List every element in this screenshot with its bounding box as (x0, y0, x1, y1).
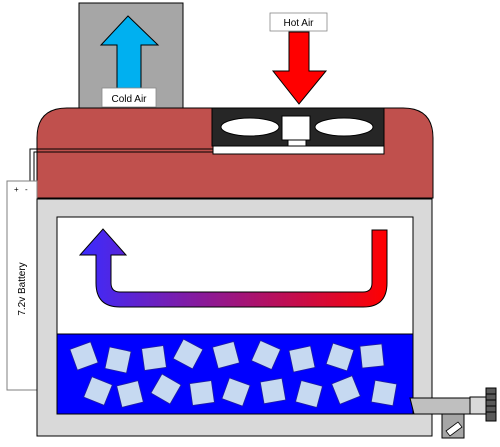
ice-cube (69, 341, 99, 371)
ice-cube (288, 345, 316, 373)
ice-cube (116, 380, 144, 408)
hot-air-label-box: Hot Air (269, 12, 328, 32)
ice-cube (325, 342, 355, 372)
battery-wires (29, 148, 213, 186)
ice-cube (150, 373, 182, 405)
u-turn-arrow-icon (78, 228, 388, 308)
ice-cube (83, 376, 113, 406)
hot-air-label: Hot Air (283, 18, 314, 29)
battery-minus-terminal: - (25, 185, 28, 194)
ice-cube (295, 380, 323, 408)
ice-water (56, 333, 414, 415)
drain-valve-icon[interactable] (409, 387, 497, 439)
ice-cube (259, 377, 287, 405)
down-arrow-icon (271, 31, 328, 105)
ice-cube (250, 339, 282, 371)
ice-cube (221, 377, 251, 407)
battery-label: 7.2v Battery (17, 262, 28, 315)
ice-cube (104, 346, 132, 374)
cold-air-label: Cold Air (111, 94, 147, 105)
ice-cube (331, 375, 361, 405)
ice-cube (212, 341, 240, 369)
ice-cube (370, 379, 398, 407)
ice-cube (189, 380, 215, 406)
ice-cube (359, 343, 385, 369)
cold-air-label-box: Cold Air (101, 87, 157, 108)
ice-cube (141, 345, 167, 371)
ice-cubes (69, 338, 398, 408)
ice-cube (172, 338, 204, 370)
up-arrow-icon (99, 15, 160, 91)
battery: + - 7.2v Battery (6, 180, 38, 391)
battery-plus-terminal: + (14, 185, 19, 194)
fan-icon (211, 107, 385, 155)
